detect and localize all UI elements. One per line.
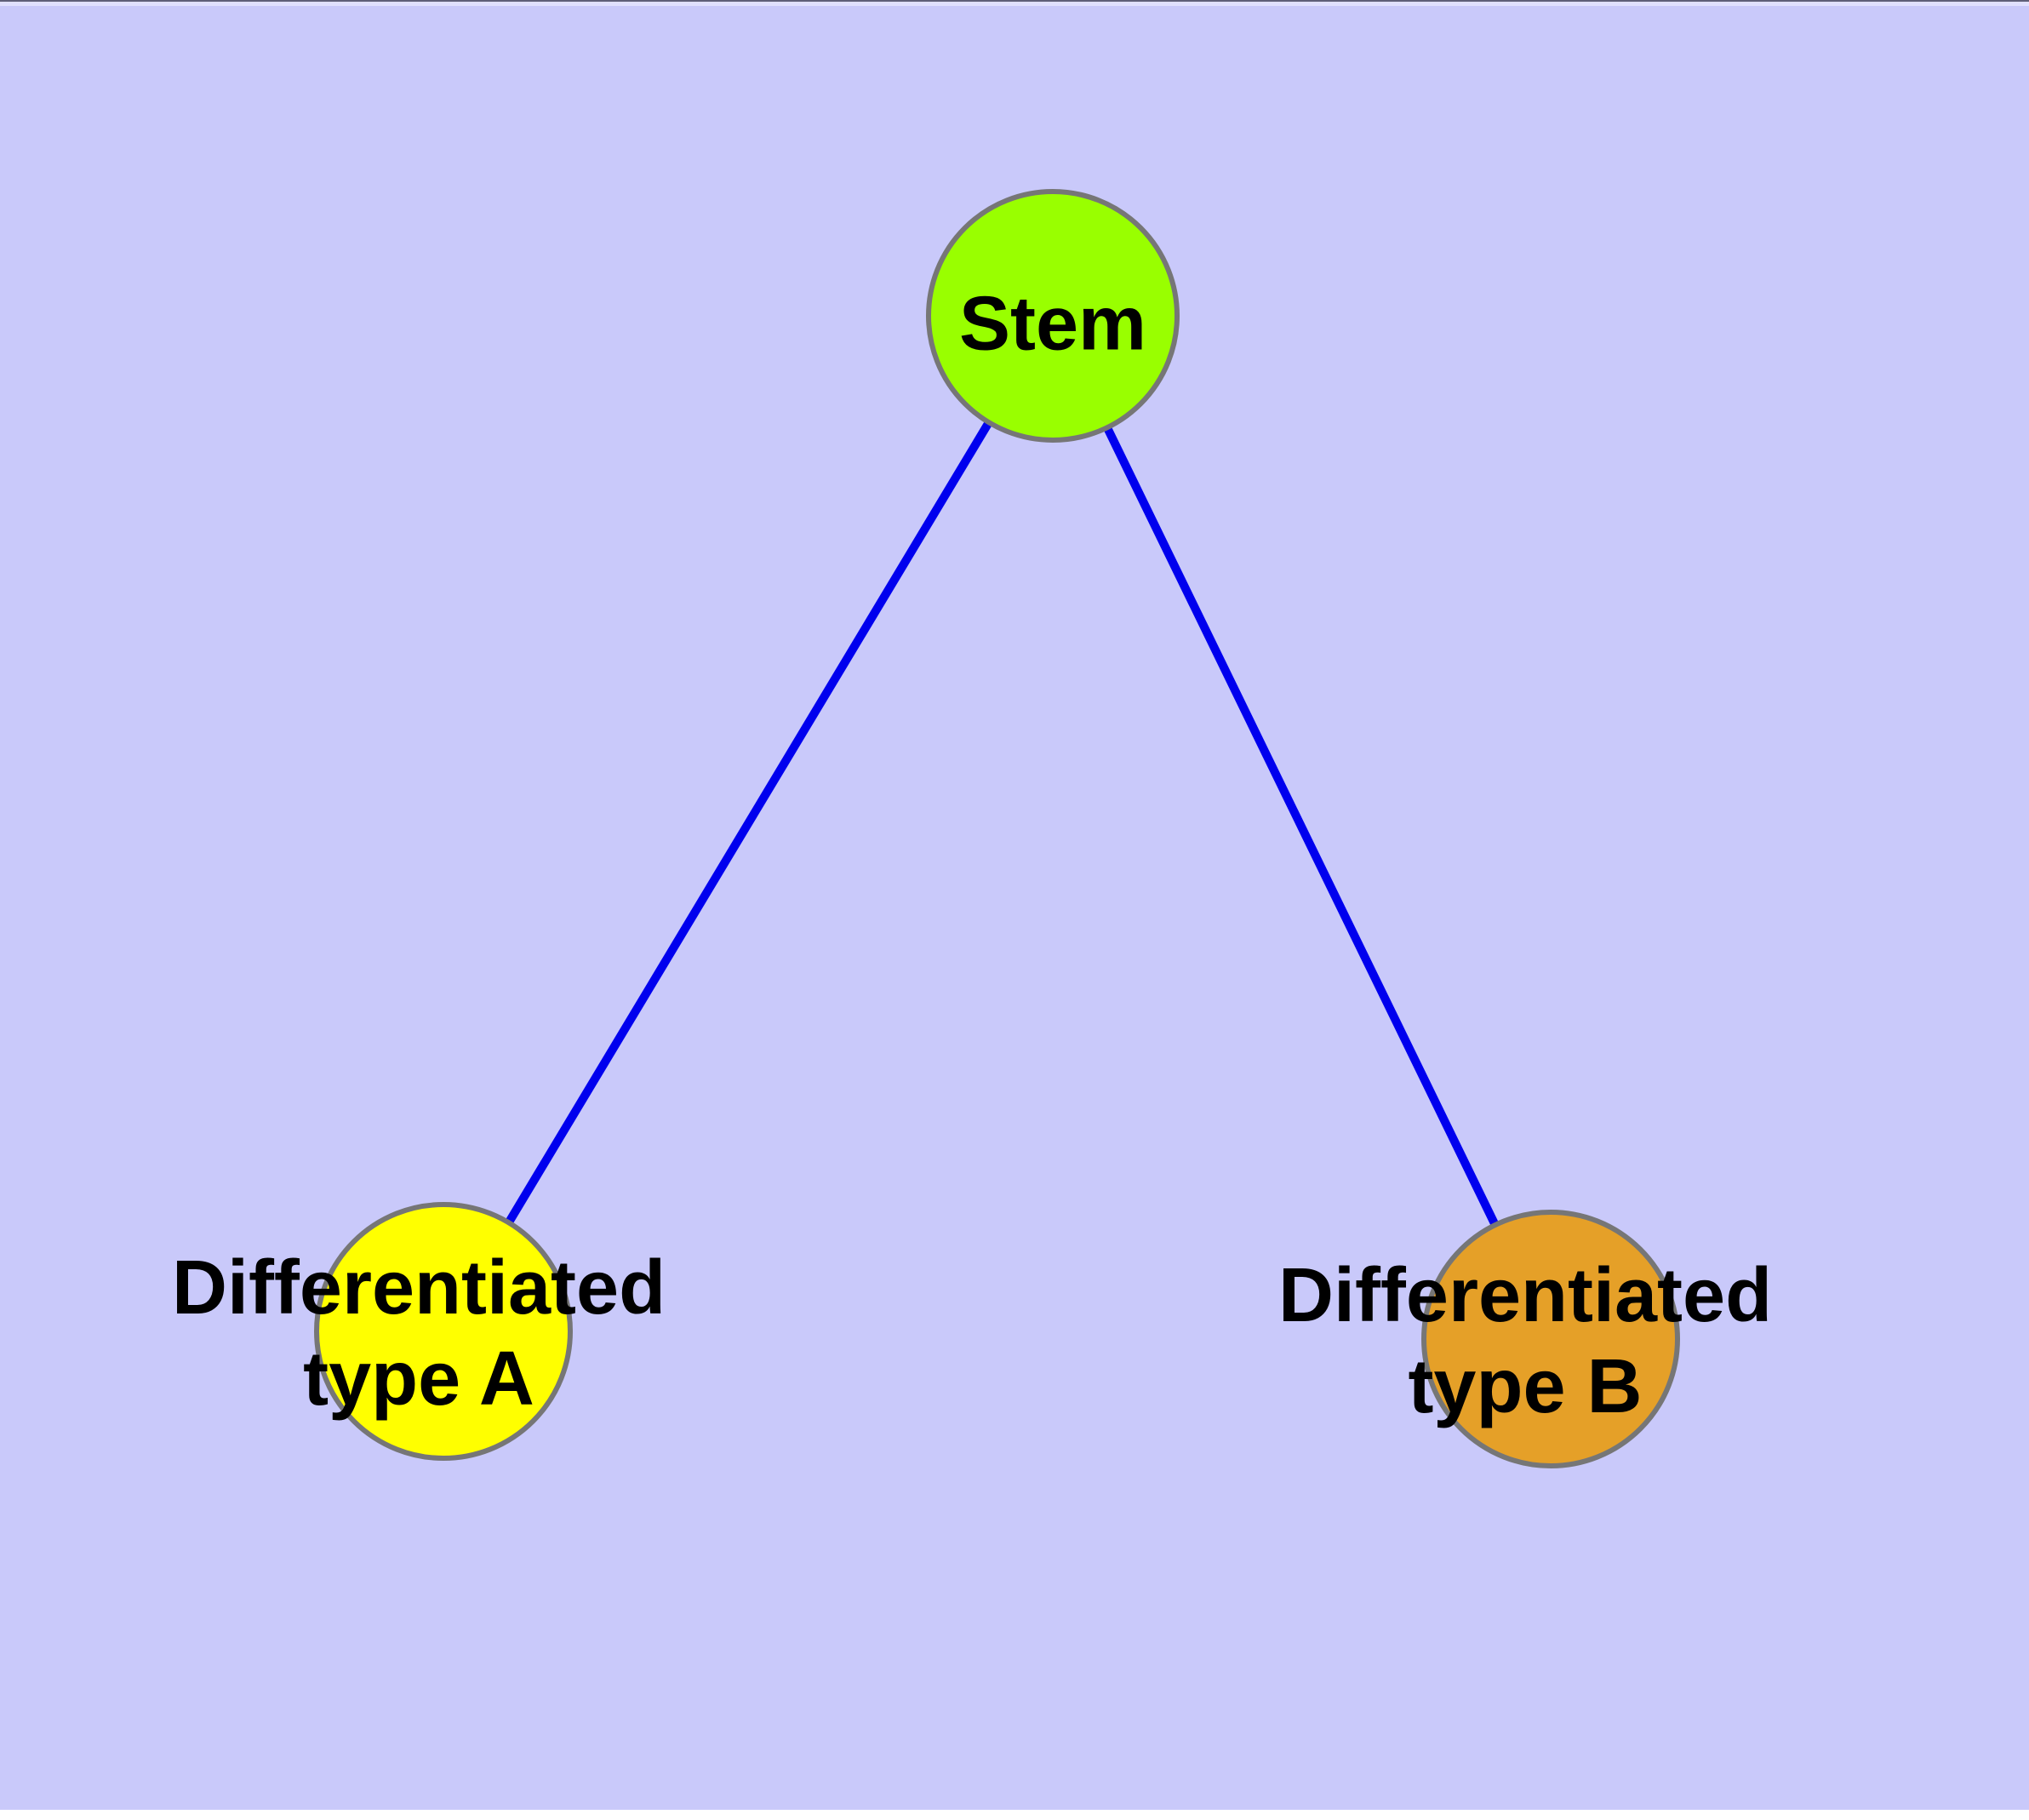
window-bottom-white-strip <box>0 1810 2029 1820</box>
node-differentiated-type-b[interactable] <box>1421 1210 1680 1468</box>
window-top-edge-line <box>0 0 2029 2</box>
edge-stem-to-type-b <box>1049 313 1555 1342</box>
edge-stem-to-type-a <box>439 313 1057 1334</box>
node-stem[interactable] <box>926 189 1180 443</box>
node-differentiated-type-a[interactable] <box>314 1202 573 1461</box>
window-top-light-strip <box>0 2 2029 6</box>
